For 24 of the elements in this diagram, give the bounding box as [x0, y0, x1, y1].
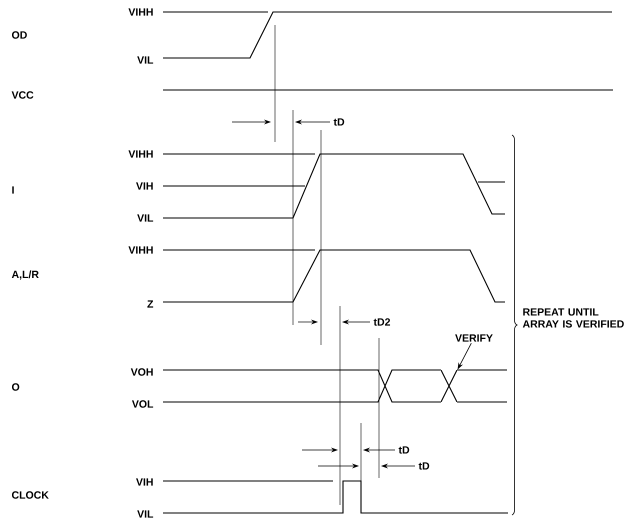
level-label: VIL — [137, 56, 154, 64]
level-label: VIH — [136, 478, 153, 486]
verify-label: VERIFY — [455, 334, 493, 342]
level-label: VIL — [137, 214, 154, 222]
timing-label: tD2 — [374, 318, 390, 326]
timing-label: tD — [398, 446, 410, 454]
level-label: VOL — [132, 400, 154, 408]
signal-crossing — [441, 370, 457, 402]
level-label: VIH — [136, 182, 153, 190]
signal-name: O — [12, 383, 20, 391]
level-label: VIHH — [128, 150, 153, 158]
level-label: Z — [147, 300, 154, 308]
signal-name: I — [12, 186, 14, 194]
signal-name: OD — [12, 31, 27, 39]
signal-name: A,L/R — [12, 270, 39, 280]
timing-label: tD — [418, 462, 430, 470]
timing-label: tD — [334, 118, 344, 126]
level-label: VIL — [137, 510, 154, 518]
level-label: VOH — [130, 368, 153, 376]
level-label: VIHH — [128, 246, 153, 254]
level-label: VIHH — [128, 8, 153, 16]
signal-name: CLOCK — [12, 491, 49, 499]
note-text: REPEAT UNTIL ARRAY IS VERIFIED — [522, 308, 624, 328]
signal-name: VCC — [12, 91, 34, 99]
